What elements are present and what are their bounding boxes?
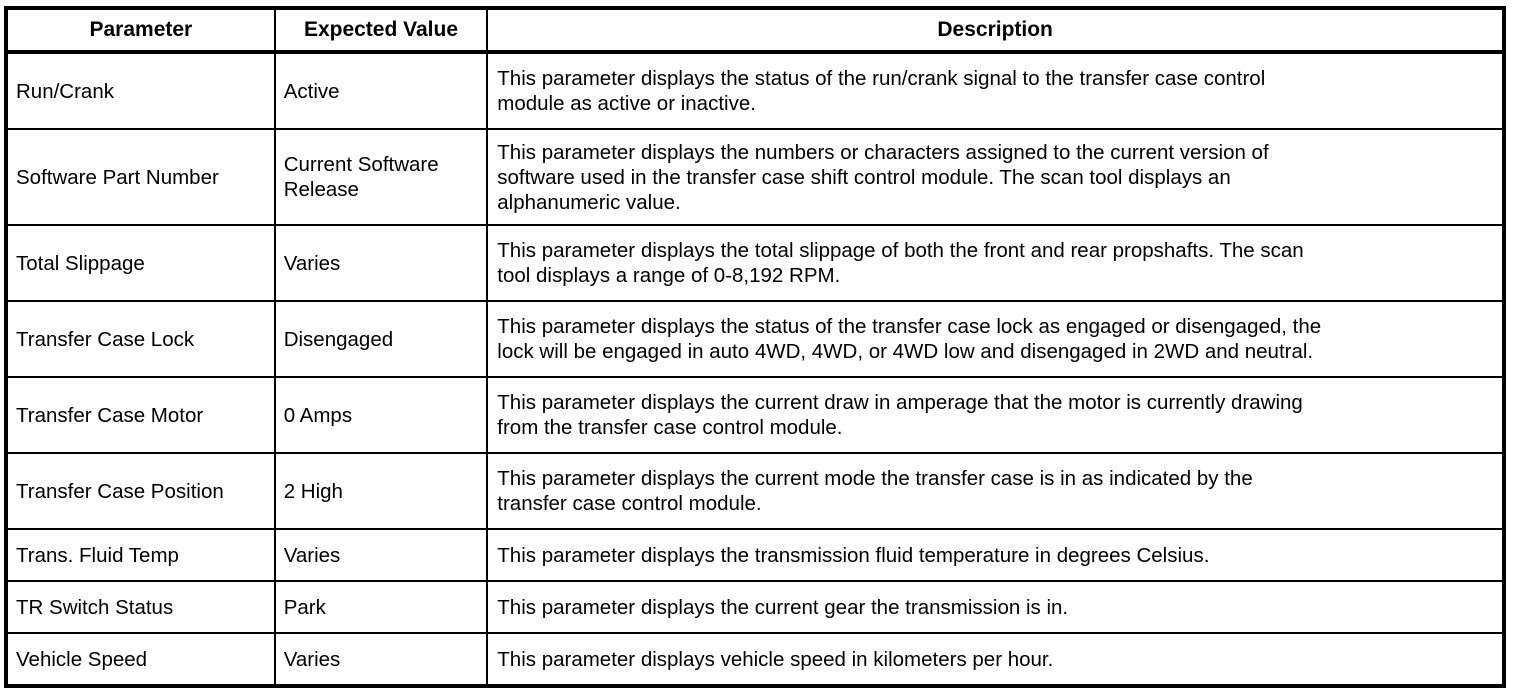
- cell-parameter: Transfer Case Position: [5, 452, 276, 530]
- cell-parameter: Run/Crank: [5, 51, 276, 130]
- cell-description: This parameter displays the status of th…: [486, 300, 1505, 378]
- description-line: tool displays a range of 0-8,192 RPM.: [497, 264, 841, 287]
- cell-expected-value: Current Software Release: [273, 128, 489, 226]
- description-line: This parameter displays the status of th…: [497, 67, 1266, 90]
- cell-expected-value: Varies: [273, 632, 489, 687]
- description-line: module as active or inactive.: [497, 92, 756, 115]
- cell-expected-value: Varies: [273, 528, 489, 582]
- cell-parameter: Total Slippage: [5, 224, 276, 302]
- column-header-expected-value: Expected Value: [273, 7, 489, 53]
- cell-expected-value: Varies: [273, 224, 489, 302]
- cell-expected-value: Park: [273, 580, 489, 634]
- table-header-row: Parameter Expected Value Description: [5, 7, 1505, 53]
- description-line: This parameter displays the current gear…: [497, 595, 1069, 619]
- cell-expected-value: Active: [273, 51, 489, 130]
- description-line: This parameter displays the transmission…: [497, 543, 1210, 567]
- table-row: Software Part Number Current Software Re…: [5, 128, 1505, 226]
- scan-tool-parameter-table: Parameter Expected Value Description Run…: [4, 6, 1506, 688]
- table-body: Run/Crank Active This parameter displays…: [5, 51, 1505, 687]
- table-row: Trans. Fluid Temp Varies This parameter …: [5, 528, 1505, 582]
- cell-description: This parameter displays the status of th…: [486, 51, 1505, 130]
- description-line: This parameter displays vehicle speed in…: [497, 647, 1054, 671]
- cell-description: This parameter displays the transmission…: [486, 528, 1505, 582]
- expected-value-line: Release: [283, 178, 359, 201]
- cell-parameter: Transfer Case Motor: [5, 376, 276, 454]
- description-line: This parameter displays the status of th…: [497, 315, 1322, 338]
- cell-description: This parameter displays the total slippa…: [486, 224, 1505, 302]
- table-row: Transfer Case Lock Disengaged This param…: [5, 300, 1505, 378]
- table-row: Vehicle Speed Varies This parameter disp…: [5, 632, 1505, 687]
- description-line: alphanumeric value.: [497, 190, 681, 214]
- table-row: TR Switch Status Park This parameter dis…: [5, 580, 1505, 634]
- description-line: This parameter displays the current mode…: [497, 467, 1253, 490]
- description-line: lock will be engaged in auto 4WD, 4WD, o…: [497, 340, 1314, 363]
- table-row: Transfer Case Position 2 High This param…: [5, 452, 1505, 530]
- description-line: from the transfer case control module.: [497, 416, 843, 439]
- cell-parameter: Software Part Number: [5, 128, 276, 226]
- description-line: This parameter displays the numbers or c…: [497, 140, 1269, 164]
- expected-value-line: Current Software: [283, 153, 439, 176]
- cell-description: This parameter displays the current draw…: [486, 376, 1505, 454]
- cell-parameter: Transfer Case Lock: [5, 300, 276, 378]
- description-line: transfer case control module.: [497, 492, 762, 515]
- table-row: Total Slippage Varies This parameter dis…: [5, 224, 1505, 302]
- cell-expected-value: Disengaged: [273, 300, 489, 378]
- table-row: Run/Crank Active This parameter displays…: [5, 51, 1505, 130]
- parameter-table-container: Parameter Expected Value Description Run…: [4, 6, 1506, 688]
- description-line: This parameter displays the current draw…: [497, 391, 1303, 414]
- cell-expected-value: 2 High: [273, 452, 489, 530]
- cell-parameter: Vehicle Speed: [5, 632, 276, 687]
- column-header-parameter: Parameter: [5, 7, 276, 53]
- table-header: Parameter Expected Value Description: [5, 7, 1505, 53]
- cell-description: This parameter displays the numbers or c…: [486, 128, 1505, 226]
- cell-description: This parameter displays the current mode…: [486, 452, 1505, 530]
- cell-expected-value: 0 Amps: [273, 376, 489, 454]
- description-line: software used in the transfer case shift…: [497, 165, 1231, 189]
- cell-parameter: Trans. Fluid Temp: [5, 528, 276, 582]
- column-header-description: Description: [486, 7, 1505, 53]
- cell-parameter: TR Switch Status: [5, 580, 276, 634]
- description-line: This parameter displays the total slippa…: [497, 239, 1304, 262]
- cell-description: This parameter displays the current gear…: [486, 580, 1505, 634]
- cell-description: This parameter displays vehicle speed in…: [486, 632, 1505, 687]
- table-row: Transfer Case Motor 0 Amps This paramete…: [5, 376, 1505, 454]
